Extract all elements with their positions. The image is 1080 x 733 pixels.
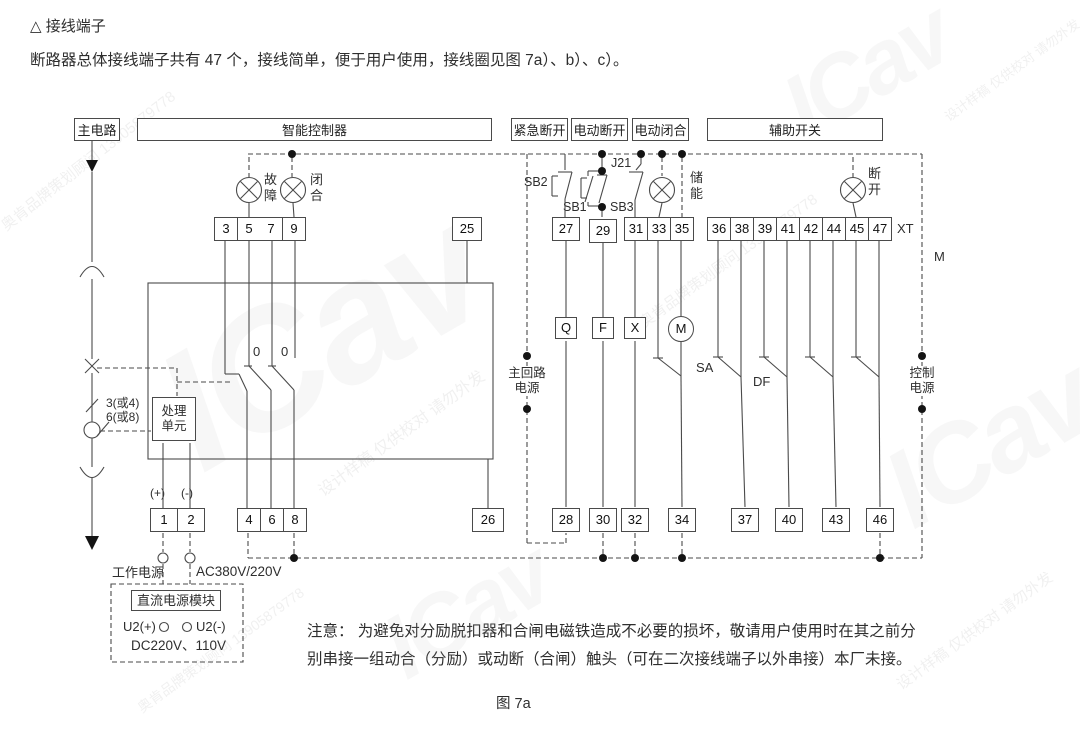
processing-unit-box: 处理 单元: [152, 397, 196, 441]
figure-caption: 图 7a: [496, 696, 531, 712]
terminal-43: 43: [822, 508, 850, 532]
terminal-36: 36: [711, 221, 727, 236]
header-controller-label: 智能控制器: [281, 123, 347, 138]
terminal-46: 46: [866, 508, 894, 532]
terminal-strip-12: 1 2: [150, 508, 205, 532]
terminal-41: 41: [776, 218, 799, 240]
terminal-35: 35: [670, 218, 693, 240]
terminal-6: 6: [260, 509, 283, 531]
relay-x-box: X: [624, 317, 646, 339]
terminal-42: 42: [799, 218, 822, 240]
terminal-39: 39: [753, 218, 776, 240]
header-emergency-open-label: 紧急断开: [513, 123, 566, 138]
terminal-7: 7: [267, 221, 275, 236]
terminal-strip-468: 4 6 8: [237, 508, 307, 532]
terminal-strip-31-33-35: 31 33 35: [624, 217, 694, 241]
header-main-circuit-label: 主电路: [77, 123, 117, 138]
relay-q-box: Q: [555, 317, 577, 339]
solid-wires: [79, 140, 881, 536]
terminal-9: 9: [282, 218, 305, 240]
sb3-label: SB3: [610, 200, 634, 214]
terminal-1: 1: [160, 512, 168, 527]
m-right-label: M: [934, 249, 945, 264]
df-label: DF: [753, 374, 771, 389]
terminal-2: 2: [177, 509, 204, 531]
terminal-30: 30: [589, 508, 617, 532]
terminal-27: 27: [552, 217, 580, 241]
header-aux-switch: 辅助开关: [707, 118, 883, 141]
terminal-40: 40: [775, 508, 803, 532]
terminal-33: 33: [647, 218, 670, 240]
terminal-28: 28: [552, 508, 580, 532]
dc-voltage-label: DC220V、110V: [131, 638, 227, 653]
sb1-label: SB1: [563, 200, 587, 214]
terminal-37: 37: [731, 508, 759, 532]
sa-label: SA: [696, 360, 714, 375]
header-controller: 智能控制器: [137, 118, 492, 141]
contact-open-mark-1: 0: [253, 344, 261, 359]
header-electric-close: 电动闭合: [632, 118, 689, 141]
dc-module-box: 直流电源模块: [131, 590, 221, 611]
header-emergency-open: 紧急断开: [511, 118, 568, 141]
terminal-5: 5: [237, 218, 260, 240]
main-loop-power-label: 主回路 电源: [500, 366, 554, 396]
xt-label: XT: [897, 221, 914, 236]
fault-lamp-label: 故 障: [264, 172, 278, 203]
motor-symbol: M: [668, 316, 694, 342]
pole-count-label: 3(或4) 6(或8): [106, 396, 140, 425]
terminal-47: 47: [868, 218, 891, 240]
header-main-circuit: 主电路: [74, 118, 120, 141]
terminal-3: 3: [222, 221, 230, 236]
j21-label: J21: [611, 156, 632, 170]
contact-open-mark-2: 0: [281, 344, 289, 359]
intro-text: 断路器总体接线端子共有 47 个，接线简单，便于用户使用，接线圈见图 7a）、b…: [30, 52, 629, 69]
terminal-45: 45: [845, 218, 868, 240]
u2-minus-label: U2(-): [196, 619, 226, 634]
terminal-8: 8: [283, 509, 306, 531]
header-electric-open-label: 电动断开: [573, 123, 626, 138]
connector-circles: [157, 552, 196, 633]
open-lamp-label: 断 开: [868, 166, 882, 197]
terminal-34: 34: [668, 508, 696, 532]
junction-dots: [288, 150, 926, 562]
u2-plus-label: U2(+): [123, 619, 156, 634]
dashed-wires: [97, 153, 923, 663]
terminal-38: 38: [730, 218, 753, 240]
lamp-symbols: [235, 176, 867, 204]
control-power-label: 控制 电源: [899, 366, 945, 396]
terminal-26: 26: [472, 508, 504, 532]
terminal-strip-3579: 3 5 7 9: [214, 217, 306, 241]
ac-voltage-label: AC380V/220V: [196, 564, 282, 579]
sb2-label: SB2: [524, 175, 548, 189]
relay-f-box: F: [592, 317, 614, 339]
charge-lamp-label: 储 能: [690, 170, 704, 201]
terminal-44: 44: [822, 218, 845, 240]
work-power-label: 工作电源: [112, 565, 165, 580]
page-title: △ 接线端子: [30, 18, 106, 35]
terminal-31: 31: [628, 221, 644, 236]
terminal-strip-xt: 36 38 39 41 42 44 45 47: [707, 217, 892, 241]
terminal-29: 29: [589, 219, 617, 243]
terminal-4: 4: [245, 512, 253, 527]
plus-label: (+): [150, 486, 165, 500]
header-electric-open: 电动断开: [571, 118, 628, 141]
note-text: 注意： 为避免对分励脱扣器和合闸电磁铁造成不必要的损坏，敬请用户使用时在其之前分…: [307, 623, 916, 668]
close-lamp-label: 闭 合: [310, 172, 324, 203]
terminal-25: 25: [452, 217, 482, 241]
terminal-32: 32: [621, 508, 649, 532]
arrow-icons: [85, 160, 99, 550]
header-electric-close-label: 电动闭合: [634, 123, 687, 138]
header-aux-switch-label: 辅助开关: [768, 123, 821, 138]
